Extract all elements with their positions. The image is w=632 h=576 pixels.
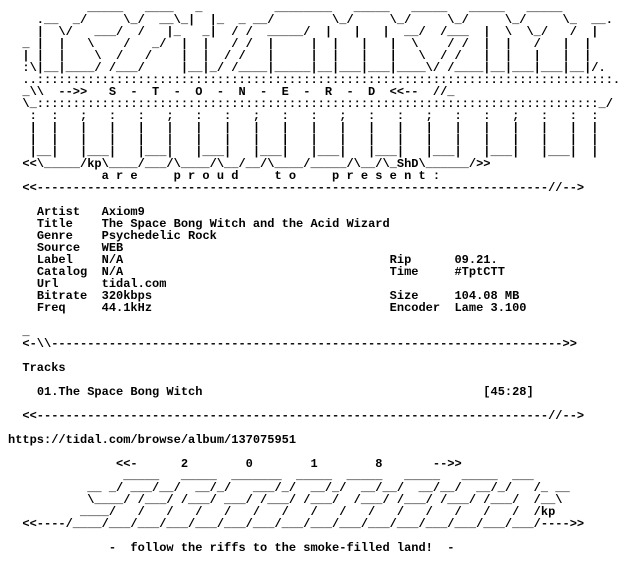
info-value: Axiom9 xyxy=(101,205,145,219)
info-key: Freq xyxy=(36,301,102,315)
info-key: Artist xyxy=(36,205,102,219)
info-key: Genre xyxy=(36,229,102,243)
info-key: Bitrate xyxy=(36,289,102,303)
info-row-catalog: Catalog N/A Time #TptCTT xyxy=(8,266,620,278)
release-info-block: Artist Axiom9 Title The Space Bong Witch… xyxy=(8,206,620,314)
divider-top: <<--------------------------------------… xyxy=(8,181,585,195)
info-key: Catalog xyxy=(36,265,102,279)
info-value: Psychedelic Rock xyxy=(101,229,217,243)
info-row-genre: Genre Psychedelic Rock xyxy=(8,230,620,242)
info-key-secondary: Size xyxy=(389,289,455,303)
info-row-bitrate: Bitrate 320kbps Size 104.08 MB xyxy=(8,290,620,302)
info-value: N/A xyxy=(101,265,390,279)
present-line: a r e p r o u d t o p r e s e n t : xyxy=(8,169,441,183)
spacer xyxy=(8,314,620,326)
nfo-document: _____ ____ _ ________ _____ _____ _____ … xyxy=(8,2,620,554)
info-row-url: Url tidal.com xyxy=(8,278,620,290)
divider-mid-accent: _ xyxy=(8,325,30,339)
info-row-label: Label N/A Rip 09.21. xyxy=(8,254,620,266)
info-value: tidal.com xyxy=(101,277,167,291)
track-list: 01.The Space Bong Witch [45:28] xyxy=(8,386,620,398)
album-url-link[interactable]: https://tidal.com/browse/album/137075951 xyxy=(8,433,297,447)
tagline: - follow the riffs to the smoke-filled l… xyxy=(8,541,455,555)
tracks-heading-row: Tracks xyxy=(8,362,620,374)
info-value-secondary: Lame 3.100 xyxy=(454,301,527,315)
info-key: Title xyxy=(36,217,102,231)
year-line: <<- 2 0 1 8 -->> xyxy=(8,457,462,471)
info-row-source: Source WEB xyxy=(8,242,620,254)
info-key: Url xyxy=(36,277,102,291)
track-name: 01.The Space Bong Witch xyxy=(36,385,484,399)
info-value-secondary: 09.21. xyxy=(454,253,498,267)
info-key: Source xyxy=(36,241,102,255)
info-value-secondary: #TptCTT xyxy=(454,265,505,279)
footer-ascii-logo: _____ _____ _______ _____ _____ _____ __… xyxy=(22,469,585,531)
info-key-secondary: Rip xyxy=(389,253,455,267)
stonerd-header-ascii-logo: _____ ____ _ ________ _____ _____ _____ … xyxy=(22,1,621,171)
spacer xyxy=(8,350,620,362)
divider-bottom: <<--------------------------------------… xyxy=(8,409,585,423)
info-value: WEB xyxy=(101,241,124,255)
info-row-title: Title The Space Bong Witch and the Acid … xyxy=(8,218,620,230)
info-row-freq: Freq 44.1kHz Encoder Lame 3.100 xyxy=(8,302,620,314)
info-key: Label xyxy=(36,253,102,267)
album-url-row[interactable]: https://tidal.com/browse/album/137075951 xyxy=(8,434,620,446)
track-length: [45:28] xyxy=(483,385,534,399)
info-key-secondary: Time xyxy=(389,265,455,279)
divider-mid: <-\\------------------------------------… xyxy=(8,337,577,351)
tracks-heading: Tracks xyxy=(22,361,66,375)
info-value: 44.1kHz xyxy=(101,301,390,315)
info-key-secondary: Encoder xyxy=(389,301,455,315)
info-row-artist: Artist Axiom9 xyxy=(8,206,620,218)
track-row: 01.The Space Bong Witch [45:28] xyxy=(8,386,620,398)
info-value-secondary: 104.08 MB xyxy=(454,289,520,303)
info-value: N/A xyxy=(101,253,390,267)
info-value: 320kbps xyxy=(101,289,390,303)
info-value: The Space Bong Witch and the Acid Wizard xyxy=(101,217,390,231)
